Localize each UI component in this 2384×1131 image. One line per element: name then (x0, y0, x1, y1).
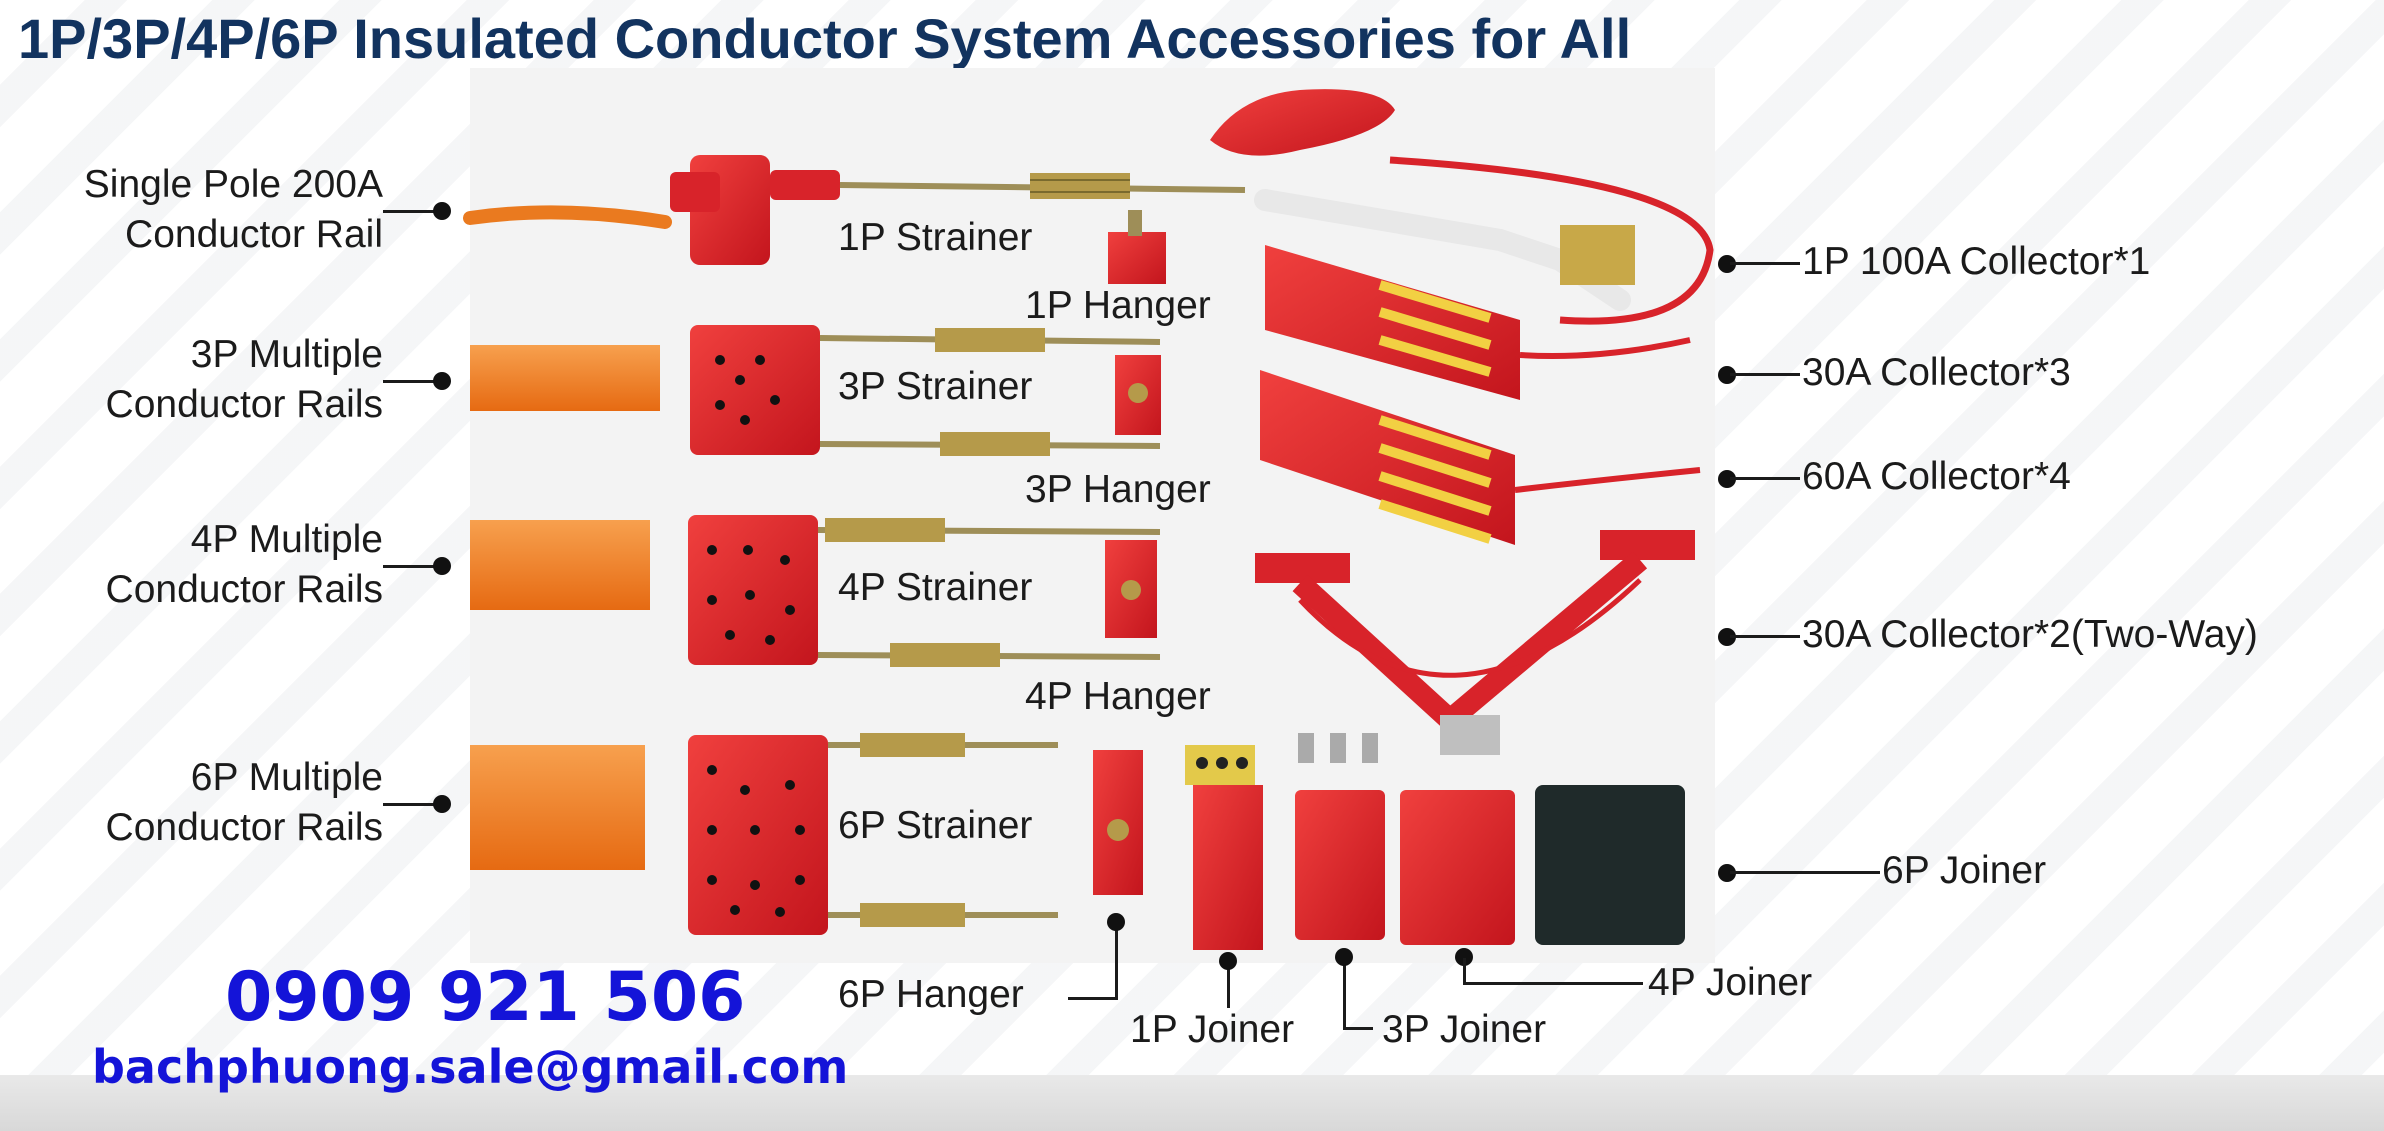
callout-line (1227, 960, 1230, 1008)
callout-line (1730, 373, 1800, 376)
3p-rail (470, 345, 660, 411)
bottom-band (0, 1075, 2384, 1131)
label-6p-joiner: 6P Joiner (1882, 849, 2047, 892)
label-1p-strainer: 1P Strainer (838, 216, 1033, 259)
label-1p-100a-collector: 1P 100A Collector*1 (1802, 240, 2151, 283)
label-30a-two-way-collector: 30A Collector*2(Two-Way) (1802, 613, 2258, 656)
callout-dot (1335, 948, 1353, 966)
contact-phone[interactable]: 0909 921 506 (225, 958, 746, 1037)
callout-line (383, 803, 443, 806)
label-line1: 3P Multiple (190, 333, 383, 376)
callout-dot (433, 372, 451, 390)
callout-line (1463, 958, 1466, 985)
label-3p-rails: 3P Multiple Conductor Rails (18, 330, 383, 430)
1p-joiner (1185, 745, 1263, 950)
label-line1: 4P Multiple (190, 518, 383, 561)
label-6p-strainer: 6P Strainer (838, 804, 1033, 847)
1p-hanger (1108, 210, 1166, 284)
callout-dot (1718, 628, 1736, 646)
callout-line (1730, 262, 1800, 265)
label-3p-hanger: 3P Hanger (1025, 468, 1211, 511)
label-line1: Single Pole 200A (83, 163, 383, 206)
label-4p-joiner: 4P Joiner (1648, 961, 1813, 1004)
30a-collector-x3 (1265, 245, 1691, 400)
callout-dot (433, 202, 451, 220)
callout-line (1343, 1027, 1373, 1030)
label-1p-joiner: 1P Joiner (1130, 1008, 1295, 1051)
contact-email[interactable]: bachphuong.sale@gmail.com (92, 1040, 849, 1094)
callout-line (1115, 925, 1118, 1000)
label-line1: 6P Multiple (190, 756, 383, 799)
4p-joiner (1400, 790, 1515, 945)
page-title: 1P/3P/4P/6P Insulated Conductor System A… (18, 7, 1632, 70)
callout-dot (1718, 470, 1736, 488)
callout-dot (1718, 255, 1736, 273)
callout-line (383, 565, 443, 568)
3p-joiner (1295, 733, 1385, 940)
callout-dot (1718, 864, 1736, 882)
callout-line (1068, 997, 1118, 1000)
label-6p-rails: 6P Multiple Conductor Rails (18, 753, 383, 853)
1p-100a-collector (1210, 89, 1714, 325)
label-4p-hanger: 4P Hanger (1025, 675, 1211, 718)
callout-dot (433, 795, 451, 813)
callout-line (1730, 871, 1880, 874)
callout-dot (1455, 948, 1473, 966)
30a-two-way-collector (1255, 530, 1695, 755)
4p-strainer (688, 515, 1161, 667)
callout-line (1730, 477, 1800, 480)
6p-rail (470, 745, 645, 870)
callout-line (1730, 635, 1800, 638)
label-line2: Conductor Rails (105, 383, 383, 426)
label-line2: Conductor Rail (125, 213, 383, 256)
label-single-pole-rail: Single Pole 200A Conductor Rail (18, 160, 383, 260)
label-4p-strainer: 4P Strainer (838, 566, 1033, 609)
6p-joiner (1535, 785, 1685, 945)
6p-strainer (688, 733, 1058, 935)
label-1p-hanger: 1P Hanger (1025, 284, 1211, 327)
label-line2: Conductor Rails (105, 806, 383, 849)
callout-dot (1219, 952, 1237, 970)
label-3p-strainer: 3P Strainer (838, 365, 1033, 408)
callout-line (383, 210, 443, 213)
4p-rail (470, 520, 650, 610)
single-pole-rail (463, 205, 672, 229)
3p-hanger (1115, 355, 1161, 435)
callout-line (1343, 960, 1346, 1030)
3p-strainer (690, 325, 1161, 456)
callout-dot (433, 557, 451, 575)
label-3p-joiner: 3P Joiner (1382, 1008, 1547, 1051)
1p-strainer (670, 155, 1246, 265)
callout-line (1463, 982, 1643, 985)
callout-dot (1718, 366, 1736, 384)
label-30a-collector-x3: 30A Collector*3 (1802, 351, 2071, 394)
label-4p-rails: 4P Multiple Conductor Rails (18, 515, 383, 615)
label-6p-hanger: 6P Hanger (838, 973, 1024, 1016)
callout-dot (1107, 913, 1125, 931)
6p-hanger (1093, 750, 1143, 895)
60a-collector-x4 (1260, 370, 1701, 545)
label-line2: Conductor Rails (105, 568, 383, 611)
callout-line (383, 380, 443, 383)
4p-hanger (1105, 540, 1157, 638)
label-60a-collector-x4: 60A Collector*4 (1802, 455, 2071, 498)
